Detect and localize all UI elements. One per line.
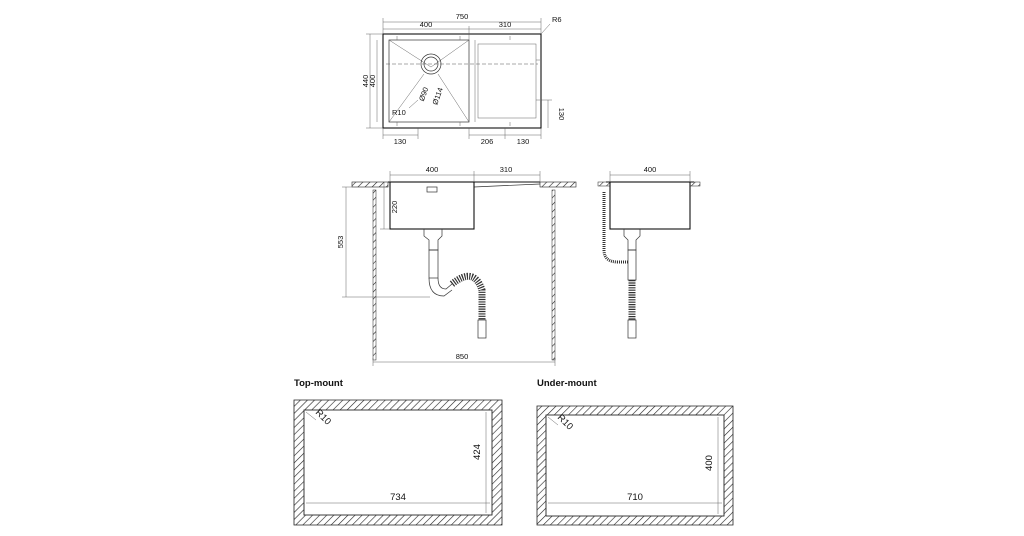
top-mount-width: 734 <box>390 492 406 503</box>
front-dim-cabinet-width: 850 <box>456 352 469 361</box>
front-dim-cabinet-height: 553 <box>336 236 345 249</box>
side-countertop-right <box>689 181 701 187</box>
dim-drain-outer: Ø114 <box>430 86 445 106</box>
mounting-clips <box>396 36 540 126</box>
under-mount-title: Under-mount <box>537 378 597 389</box>
bowl-outline-top <box>388 39 470 123</box>
front-dim-bowl-height: 220 <box>390 201 399 214</box>
top-mount-title: Top-mount <box>294 378 344 389</box>
dim-bottom-left: 130 <box>394 137 407 146</box>
drain-pipe-front <box>423 229 487 339</box>
under-mount-width: 710 <box>627 492 643 503</box>
top-view: 750 400 310 R6 440 400 Ø90 Ø114 R10 130 … <box>361 12 566 146</box>
under-mount-cutout: Under-mount R10 710 400 <box>536 378 734 526</box>
dim-bottom-mid: 206 <box>481 137 494 146</box>
dim-right-offset: 130 <box>557 108 566 121</box>
countertop-left <box>351 181 389 188</box>
overflow-hose <box>602 192 628 264</box>
dim-bowl-depth: 400 <box>368 75 377 88</box>
top-mount-height: 424 <box>472 444 483 460</box>
dim-bottom-right: 130 <box>517 137 530 146</box>
front-dim-drainer-width: 310 <box>500 165 513 174</box>
countertop-right <box>539 181 577 188</box>
dim-overall-depth: 440 <box>361 75 370 88</box>
cabinet-wall-left <box>372 189 377 361</box>
side-dim-bowl-width: 400 <box>644 165 657 174</box>
bowl-side <box>609 181 691 230</box>
bowl-front <box>389 181 475 230</box>
dim-bowl-width: 400 <box>420 20 433 29</box>
dim-corner-radius: R6 <box>552 15 562 24</box>
drainer-area <box>477 43 537 119</box>
side-countertop-left <box>597 181 611 187</box>
dim-bowl-radius: R10 <box>392 108 406 117</box>
top-mount-cutout: Top-mount R10 734 424 <box>293 378 503 526</box>
dim-drain-inner: Ø90 <box>417 86 430 102</box>
sink-outline-top <box>382 33 542 129</box>
side-view: 400 <box>597 165 701 339</box>
front-view: 400 310 220 553 850 <box>336 165 577 366</box>
dim-drainer-width: 310 <box>499 20 512 29</box>
front-dim-bowl-width: 400 <box>426 165 439 174</box>
overflow-slot <box>426 186 438 193</box>
under-mount-height: 400 <box>704 455 715 471</box>
cabinet-wall-right <box>551 189 556 361</box>
dim-overall-width: 750 <box>456 12 469 21</box>
